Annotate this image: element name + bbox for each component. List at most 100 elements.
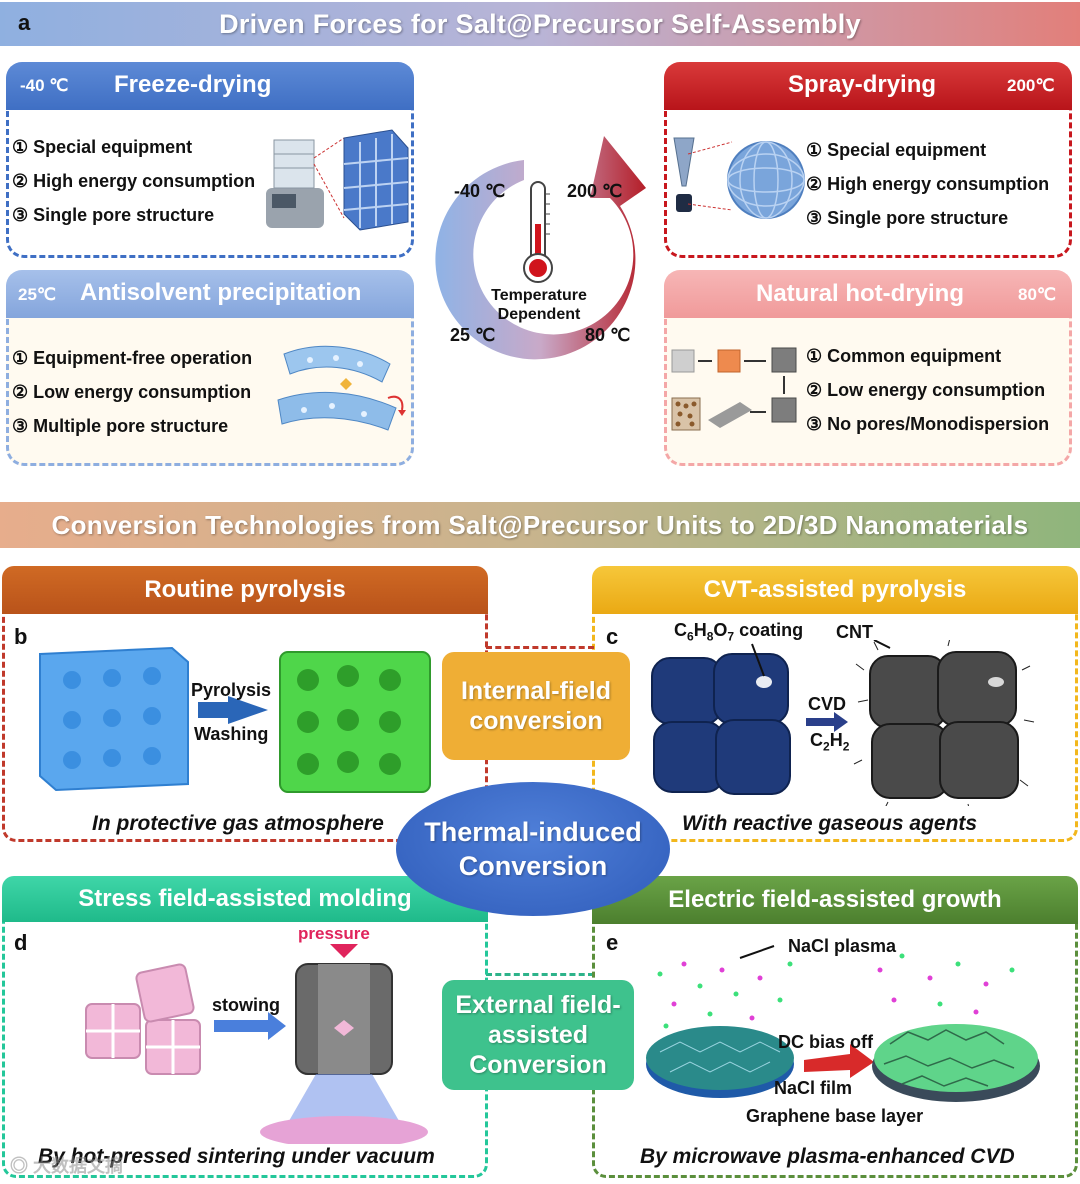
hot-drying-list: ① Common equipment ② Low energy consumpt… <box>806 339 1049 441</box>
hot-drying-title: Natural hot-drying <box>756 280 964 307</box>
spray-temp: 200℃ <box>1007 76 1055 95</box>
antisolvent-item-2: ② Low energy consumption <box>12 382 252 402</box>
antisolvent-item-1: ① Equipment-free operation <box>12 348 253 368</box>
cvt-pyrolysis-title: CVT-assisted pyrolysis <box>703 576 967 603</box>
pink-cube-seams <box>86 1004 200 1074</box>
porous-block-grid <box>343 134 409 228</box>
thermal-line1: Thermal-induced <box>424 817 642 847</box>
external-line1: External field- <box>455 991 621 1019</box>
coating-highlight <box>756 676 772 688</box>
freeze-drying-header: -40 ℃ Freeze-drying <box>6 62 414 110</box>
cube-dark-2 <box>771 397 797 423</box>
spray-collector <box>676 194 692 212</box>
plasma-particles <box>657 953 1015 1029</box>
cvd-label: CVD <box>808 694 847 714</box>
hot-drying-header: Natural hot-drying 80℃ <box>664 270 1072 318</box>
dial-temp-minus40: -40 ℃ <box>454 181 506 201</box>
panel-letter-b: b <box>14 624 28 649</box>
hot-item-1: ① Common equipment <box>806 346 1002 366</box>
banner-title-a: Driven Forces for Salt@Precursor Self-As… <box>219 9 861 39</box>
cnt-highlight <box>988 677 1004 687</box>
stowing-arrow <box>214 1012 286 1040</box>
temperature-dial <box>435 136 646 360</box>
internal-line1: Internal-field <box>460 677 611 705</box>
antisolvent-title: Antisolvent precipitation <box>80 279 362 306</box>
panel-letter-e: e <box>606 930 619 955</box>
dc-bias-arrow <box>804 1044 874 1078</box>
plasma-cvd-illustration <box>646 945 1040 1102</box>
antisolvent-arrowhead <box>398 410 406 416</box>
external-field-box: External field- assisted Conversion <box>442 980 634 1090</box>
blue-cube-pores <box>63 667 161 769</box>
cnt-label: CNT <box>836 622 873 642</box>
hot-item-2: ② Low energy consumption <box>806 380 1046 400</box>
nacl-film-layer <box>646 1026 794 1090</box>
dial-label-line2: Dependent <box>497 306 581 323</box>
hot-drying-temp: 80℃ <box>1018 285 1057 304</box>
panel-letter-a: a <box>18 10 31 35</box>
dial-temp-25: 25 ℃ <box>450 325 496 345</box>
thermometer-mercury <box>535 224 541 266</box>
stowing-label: stowing <box>212 995 280 1015</box>
antisolvent-spark <box>340 378 352 390</box>
antisolvent-illustration <box>277 345 406 431</box>
nacl-film-grid <box>659 1041 781 1073</box>
freeze-dryer-illustration <box>266 129 409 231</box>
hot-drying-illustration <box>671 347 797 431</box>
spray-item-1: ① Special equipment <box>806 140 987 160</box>
zoom-line-2 <box>313 163 345 219</box>
freeze-item-3: ③ Single pore structure <box>12 205 215 225</box>
electric-growth-header: Electric field-assisted growth <box>592 876 1078 924</box>
pyrolysis-arrow <box>198 696 268 724</box>
driven-forces-banner: Driven Forces for Salt@Precursor Self-As… <box>0 2 1080 46</box>
cvt-illustration <box>651 640 1035 806</box>
coating-pointer <box>751 643 765 677</box>
watermark-text: 大数据文摘 <box>33 1156 124 1176</box>
antisolvent-arrow <box>387 395 404 411</box>
pressed-sample <box>334 1020 354 1036</box>
particle-dots <box>675 401 697 427</box>
press-piston <box>318 964 370 1074</box>
antisolvent-temp: 25℃ <box>18 285 57 304</box>
banner-title-conversion: Conversion Technologies from Salt@Precur… <box>51 510 1029 540</box>
routine-pyrolysis-caption: In protective gas atmosphere <box>92 812 384 835</box>
pressure-label: pressure <box>298 924 370 943</box>
cvd-arrow <box>806 712 848 732</box>
internal-line2: conversion <box>469 707 603 735</box>
grown-film-cells <box>883 1029 1015 1087</box>
external-line2: assisted <box>487 1021 589 1049</box>
hot-press-illustration <box>85 944 428 1144</box>
watermark-icon: ◎ <box>10 1156 34 1176</box>
electric-growth-caption: By microwave plasma-enhanced CVD <box>640 1145 1015 1168</box>
conversion-banner: Conversion Technologies from Salt@Precur… <box>0 502 1080 548</box>
antisolvent-bubbles <box>301 355 367 417</box>
dial-temp-200: 200 ℃ <box>567 181 623 201</box>
routine-pyrolysis-title: Routine pyrolysis <box>144 576 346 603</box>
stress-molding-caption: By hot-pressed sintering under vacuum <box>38 1145 435 1168</box>
antisolvent-list: ① Equipment-free operation ② Low energy … <box>12 341 252 443</box>
freeze-list: ① Special equipment ② High energy consum… <box>12 130 255 232</box>
panel-letter-d: d <box>14 930 28 955</box>
green-framework-pores <box>297 665 401 775</box>
connector-lines <box>486 646 594 976</box>
nacl-film-label: NaCl film <box>774 1078 853 1098</box>
spray-item-2: ② High energy consumption <box>806 174 1050 194</box>
spray-drying-header: Spray-drying 200℃ <box>664 62 1072 110</box>
navy-cube-cluster <box>651 653 791 795</box>
cnt-fibers <box>853 640 1035 806</box>
freeze-temp: -40 ℃ <box>20 76 69 95</box>
antisolvent-sheet-bottom <box>277 391 397 431</box>
watermark: ◎ 大数据文摘 <box>10 1152 123 1178</box>
coating-label: C6H8O7 coating <box>674 620 804 644</box>
cvt-pyrolysis-header: CVT-assisted pyrolysis <box>592 566 1078 614</box>
spray-tower <box>673 137 695 187</box>
grown-film-top <box>874 1024 1038 1092</box>
antisolvent-item-3: ③ Multiple pore structure <box>12 416 229 436</box>
external-line3: Conversion <box>469 1051 607 1079</box>
nacl-plasma-label: NaCl plasma <box>788 936 897 956</box>
routine-pyrolysis-header: Routine pyrolysis <box>2 566 488 614</box>
dial-label: Temperature Dependent <box>480 286 598 324</box>
thermometer-ticks <box>545 193 550 235</box>
thermal-induced-ellipse: Thermal-induced Conversion <box>396 782 670 916</box>
freeze-title: Freeze-drying <box>114 71 272 98</box>
